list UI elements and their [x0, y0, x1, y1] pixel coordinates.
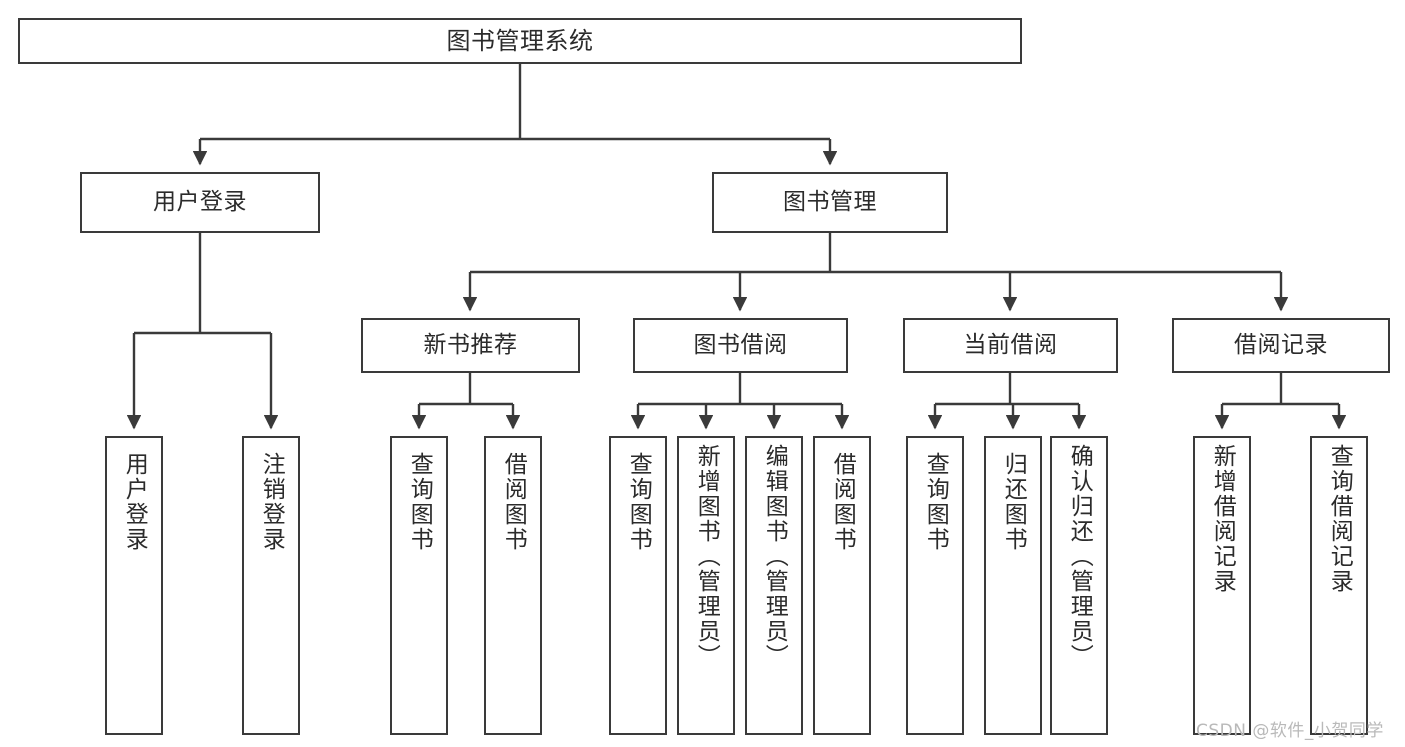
node-leaf-1[interactable]: 注销登录 — [242, 436, 300, 735]
node-leaf-1-label: 注销登录 — [258, 452, 285, 552]
node-level2-3-label: 借阅记录 — [1234, 331, 1328, 358]
node-leaf-0[interactable]: 用户登录 — [105, 436, 163, 735]
node-leaf-4[interactable]: 查询图书 — [609, 436, 667, 735]
node-level2-0-label: 新书推荐 — [423, 331, 518, 358]
node-level2-1-label: 图书借阅 — [693, 331, 788, 358]
node-leaf-10-label: 确认归还（管理员） — [1066, 444, 1093, 669]
node-level2-1[interactable]: 图书借阅 — [633, 318, 848, 373]
node-level2-2[interactable]: 当前借阅 — [903, 318, 1118, 373]
node-level2-3[interactable]: 借阅记录 — [1172, 318, 1390, 373]
node-leaf-10[interactable]: 确认归还（管理员） — [1050, 436, 1108, 735]
node-leaf-4-label: 查询图书 — [625, 452, 652, 552]
node-leaf-9-label: 归还图书 — [1000, 452, 1027, 552]
node-leaf-9[interactable]: 归还图书 — [984, 436, 1042, 735]
node-leaf-7-label: 借阅图书 — [829, 452, 856, 552]
node-level1-0-label: 用户登录 — [153, 188, 247, 215]
node-leaf-11-label: 新增借阅记录 — [1209, 444, 1236, 594]
node-leaf-2-label: 查询图书 — [406, 452, 433, 552]
node-leaf-5-label: 新增图书（管理员） — [693, 444, 720, 669]
node-leaf-2[interactable]: 查询图书 — [390, 436, 448, 735]
node-level1-1[interactable]: 图书管理 — [712, 172, 948, 233]
node-level2-2-label: 当前借阅 — [963, 331, 1058, 358]
node-root-label: 图书管理系统 — [446, 26, 594, 55]
node-leaf-0-label: 用户登录 — [121, 452, 148, 552]
node-leaf-3[interactable]: 借阅图书 — [484, 436, 542, 735]
node-leaf-12-label: 查询借阅记录 — [1326, 444, 1353, 594]
node-level1-1-label: 图书管理 — [783, 188, 877, 215]
node-leaf-11[interactable]: 新增借阅记录 — [1193, 436, 1251, 735]
node-leaf-8-label: 查询图书 — [922, 452, 949, 552]
node-leaf-6-label: 编辑图书（管理员） — [761, 444, 788, 669]
csdn-watermark: CSDN @软件_小贺同学 — [1196, 721, 1384, 741]
node-root[interactable]: 图书管理系统 — [18, 18, 1022, 64]
node-level1-0[interactable]: 用户登录 — [80, 172, 320, 233]
node-leaf-8[interactable]: 查询图书 — [906, 436, 964, 735]
node-leaf-6[interactable]: 编辑图书（管理员） — [745, 436, 803, 735]
node-leaf-12[interactable]: 查询借阅记录 — [1310, 436, 1368, 735]
node-leaf-7[interactable]: 借阅图书 — [813, 436, 871, 735]
node-level2-0[interactable]: 新书推荐 — [361, 318, 580, 373]
node-leaf-3-label: 借阅图书 — [500, 452, 527, 552]
node-leaf-5[interactable]: 新增图书（管理员） — [677, 436, 735, 735]
